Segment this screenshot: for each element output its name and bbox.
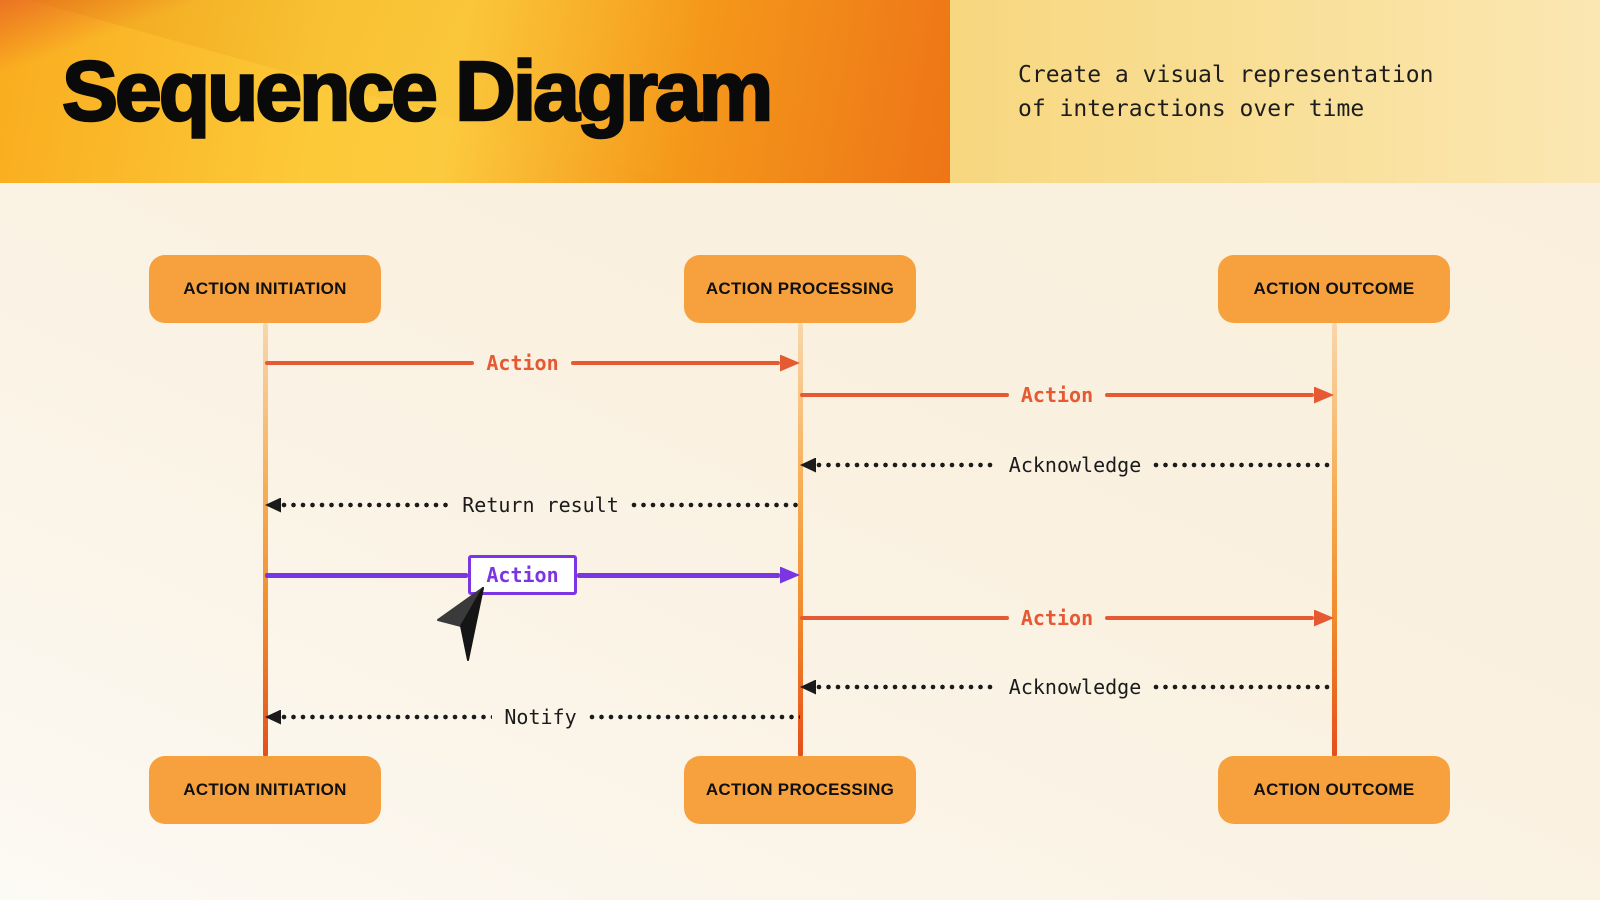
message-line — [816, 462, 997, 468]
arrowhead-right-icon — [780, 354, 800, 372]
message-label: Return result — [462, 493, 619, 517]
arrowhead-left-icon — [265, 497, 281, 513]
lifeline-action-processing — [797, 323, 803, 757]
message-line — [588, 714, 800, 720]
message-label: Acknowledge — [1008, 675, 1142, 699]
message-line — [570, 361, 780, 365]
message-line — [281, 714, 493, 720]
message-line — [630, 502, 801, 508]
actor-box-action-processing-top[interactable]: ACTION PROCESSING — [684, 255, 916, 323]
message-line — [265, 361, 475, 365]
arrowhead-right-icon — [780, 566, 800, 584]
message-label: Notify — [504, 705, 577, 729]
message-line — [1153, 462, 1335, 468]
message-label: Action — [1020, 606, 1094, 630]
cursor-pointer-icon — [437, 587, 484, 661]
subtitle-line-2: of interactions over time — [1018, 95, 1365, 122]
message-label: Acknowledge — [1008, 453, 1142, 477]
arrowhead-right-icon — [1314, 609, 1334, 627]
message-line — [800, 393, 1009, 397]
lifeline-action-initiation — [262, 323, 268, 757]
message-line — [1105, 616, 1314, 620]
arrowhead-left-icon — [265, 709, 281, 725]
header-banner: Sequence Diagram — [0, 0, 950, 183]
subtitle-line-1: Create a visual representation — [1018, 61, 1434, 88]
header-subtitle-panel: Create a visual representation of intera… — [950, 0, 1600, 183]
arrowhead-right-icon — [1314, 386, 1334, 404]
message-action-2[interactable]: Action — [800, 373, 1334, 417]
message-line — [265, 572, 469, 578]
lifeline-action-outcome — [1331, 323, 1337, 757]
message-action-1[interactable]: Action — [265, 341, 800, 385]
message-acknowledge-2[interactable]: Acknowledge — [800, 665, 1335, 709]
message-label: Action — [486, 351, 559, 375]
header: Sequence Diagram Create a visual represe… — [0, 0, 1600, 183]
message-acknowledge-1[interactable]: Acknowledge — [800, 443, 1335, 487]
page-title: Sequence Diagram — [61, 43, 775, 140]
actor-box-action-initiation-bottom[interactable]: ACTION INITIATION — [149, 756, 381, 824]
message-action-selected[interactable]: Action — [265, 553, 800, 597]
message-line — [576, 572, 780, 578]
message-notify[interactable]: Notify — [265, 695, 800, 739]
actor-box-action-processing-bottom[interactable]: ACTION PROCESSING — [684, 756, 916, 824]
message-label: Action — [1020, 383, 1094, 407]
message-line — [1153, 684, 1335, 690]
actor-box-action-initiation-top[interactable]: ACTION INITIATION — [149, 255, 381, 323]
diagram-canvas[interactable]: ACTION INITIATION ACTION PROCESSING ACTI… — [0, 183, 1600, 900]
actor-box-action-outcome-top[interactable]: ACTION OUTCOME — [1218, 255, 1450, 323]
actor-box-action-outcome-bottom[interactable]: ACTION OUTCOME — [1218, 756, 1450, 824]
message-return-result[interactable]: Return result — [265, 483, 801, 527]
message-line — [816, 684, 997, 690]
message-action-3[interactable]: Action — [800, 596, 1334, 640]
arrowhead-left-icon — [800, 457, 816, 473]
message-line — [281, 502, 451, 508]
arrowhead-left-icon — [800, 679, 816, 695]
message-line — [800, 616, 1009, 620]
message-label-editor[interactable]: Action — [468, 555, 577, 595]
message-line — [1105, 393, 1314, 397]
